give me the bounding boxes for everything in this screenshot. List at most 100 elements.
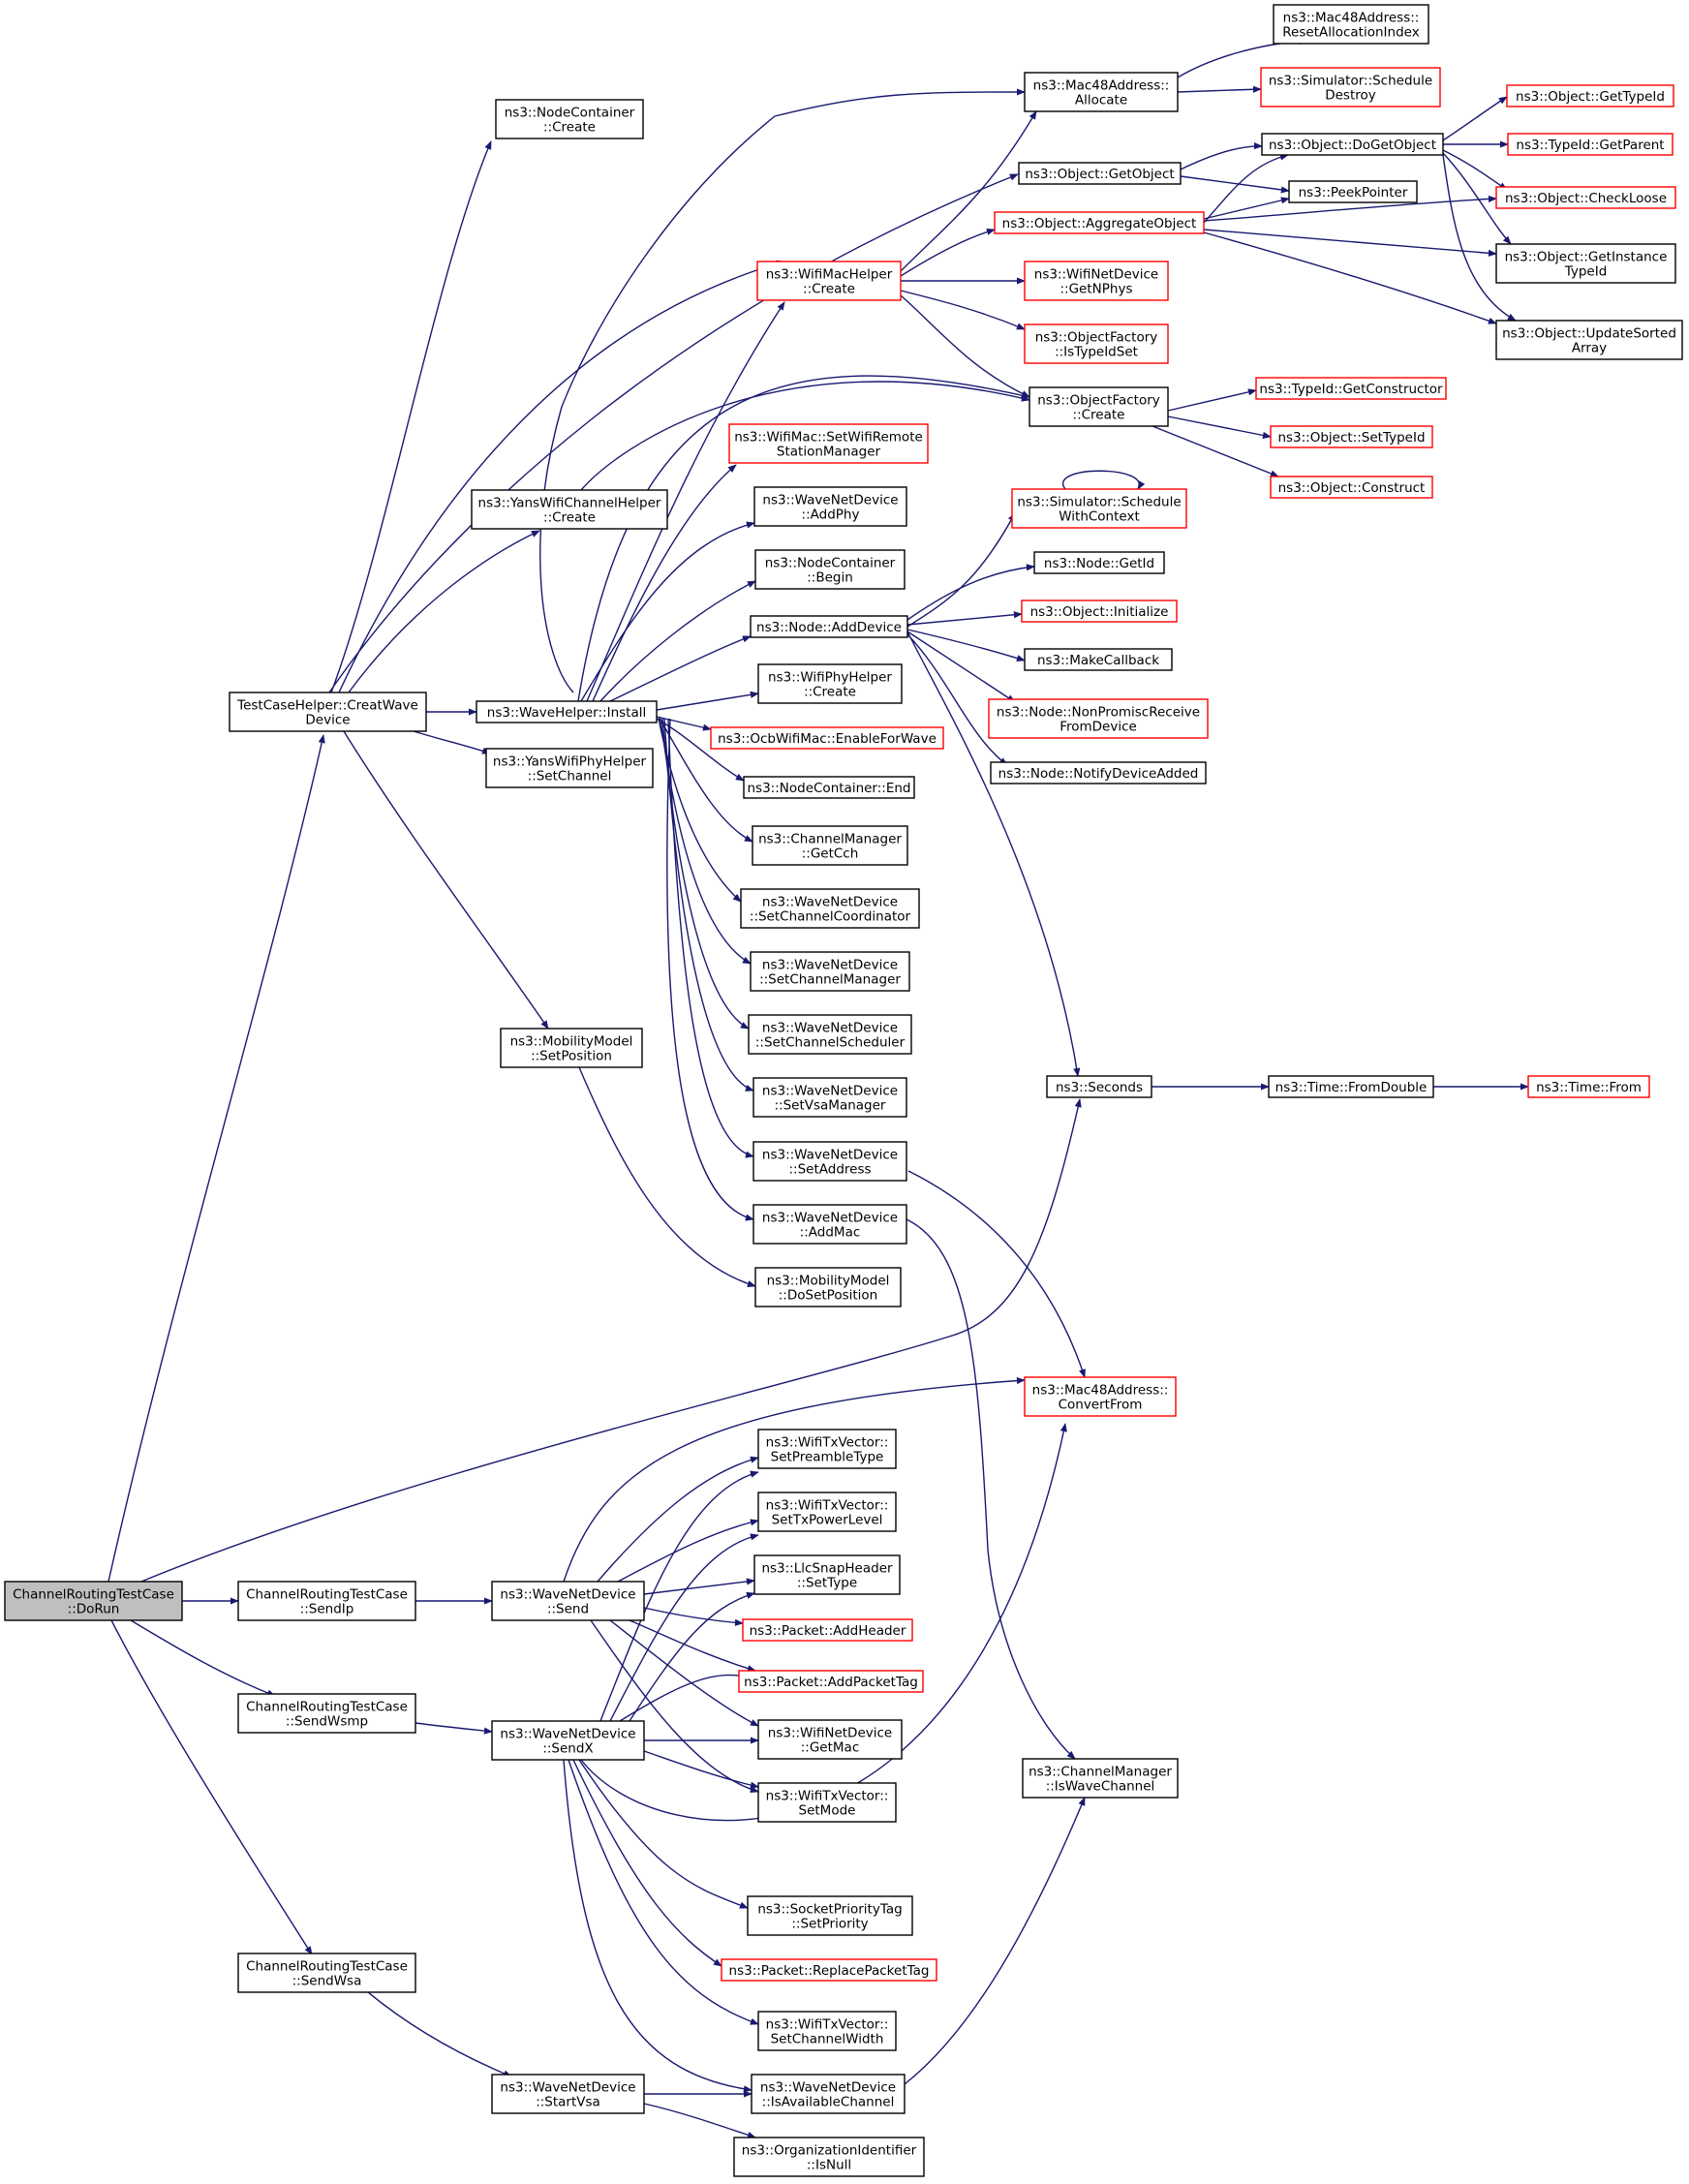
node-box (1024, 1376, 1177, 1417)
node-n-time-fromdouble[interactable]: ns3::Time::FromDouble (1268, 1075, 1434, 1098)
node-n-setchsched[interactable]: ns3::WaveNetDevice::SetChannelScheduler (748, 1014, 912, 1055)
node-n-mob-setpos[interactable]: ns3::MobilityModel::SetPosition (500, 1028, 643, 1068)
node-n-settxpower[interactable]: ns3::WifiTxVector::SetTxPowerLevel (757, 1492, 897, 1532)
node-n-wifind-getnphys[interactable]: ns3::WifiNetDevice::GetNPhys (1024, 261, 1169, 301)
node-n-obj-construct[interactable]: ns3::Object::Construct (1270, 476, 1433, 499)
node-box (721, 1958, 937, 1982)
node-n-time-from[interactable]: ns3::Time::From (1527, 1075, 1650, 1098)
node-n-dorun[interactable]: ChannelRoutingTestCase::DoRun (4, 1581, 183, 1621)
node-n-mac48-allocate[interactable]: ns3::Mac48Address::Allocate (1024, 72, 1179, 112)
edges-layer (107, 37, 1529, 2138)
node-n-wifimac-create[interactable]: ns3::WifiMacHelper::Create (756, 261, 902, 301)
node-box (988, 698, 1209, 739)
node-label: ns3::WaveNetDevice (762, 895, 898, 910)
node-label: ChannelRoutingTestCase (246, 1959, 408, 1975)
node-n-seconds[interactable]: ns3::Seconds (1046, 1075, 1152, 1098)
node-n-makecallback[interactable]: ns3::MakeCallback (1024, 648, 1173, 671)
node-n-setvsamgr[interactable]: ns3::WaveNetDevice::SetVsaManager (752, 1077, 907, 1118)
node-n-txv-setmode[interactable]: ns3::WifiTxVector::SetMode (757, 1782, 897, 1823)
node-n-addphy[interactable]: ns3::WaveNetDevice::AddPhy (753, 486, 907, 527)
node-n-obj-checkloose[interactable]: ns3::Object::CheckLoose (1495, 186, 1676, 209)
node-n-cm-getcch[interactable]: ns3::ChannelManager::GetCch (752, 825, 908, 866)
node-n-sendip[interactable]: ChannelRoutingTestCase::SendIp (237, 1581, 416, 1621)
node-box (710, 726, 944, 750)
node-n-wnd-sendx[interactable]: ns3::WaveNetDevice::SendX (491, 1720, 645, 1761)
node-n-setaddress[interactable]: ns3::WaveNetDevice::SetAddress (752, 1141, 907, 1182)
node-box (757, 1492, 897, 1532)
call-edge-to-n_obj_updatesorted (1442, 154, 1517, 322)
node-n-typeid-getcons[interactable]: ns3::TypeId::GetConstructor (1255, 377, 1447, 400)
node-n-mob-dosetpos[interactable]: ns3::MobilityModel::DoSetPosition (754, 1267, 902, 1307)
node-n-of-create[interactable]: ns3::ObjectFactory::Create (1029, 386, 1169, 427)
node-n-sockprio[interactable]: ns3::SocketPriorityTag::SetPriority (747, 1895, 913, 1936)
node-label: ::GetMac (801, 1740, 860, 1756)
node-label: ::Send (547, 1602, 589, 1617)
node-n-obj-aggregate[interactable]: ns3::Object::AggregateObject (994, 211, 1205, 234)
node-label: ns3::WifiTxVector:: (766, 1435, 889, 1451)
node-label: ns3::Node::AddDevice (756, 620, 902, 635)
node-n-setchcoord[interactable]: ns3::WaveNetDevice::SetChannelCoordinato… (740, 888, 920, 929)
node-n-nodecontainer-create[interactable]: ns3::NodeContainer::Create (495, 99, 644, 139)
node-n-pkt-replacetag[interactable]: ns3::Packet::ReplacePacketTag (721, 1958, 937, 1982)
node-n-wifind-getmac[interactable]: ns3::WifiNetDevice::GetMac (757, 1719, 903, 1760)
node-n-node-getid[interactable]: ns3::Node::GetId (1033, 551, 1165, 574)
node-label: ns3::Seconds (1056, 1080, 1143, 1095)
node-n-cm-iswave[interactable]: ns3::ChannelManager::IsWaveChannel (1022, 1758, 1179, 1799)
node-n-yansphy-setchannel[interactable]: ns3::YansWifiPhyHelper::SetChannel (485, 748, 654, 788)
call-edge-to-n_pkt_addtag (629, 1619, 756, 1673)
node-n-txv-setwidth[interactable]: ns3::WifiTxVector::SetChannelWidth (757, 2011, 897, 2051)
call-edge-to-n_cm_iswave (906, 1218, 1076, 1760)
node-n-nc-begin[interactable]: ns3::NodeContainer::Begin (754, 549, 906, 590)
node-n-mac48-convert[interactable]: ns3::Mac48Address::ConvertFrom (1024, 1376, 1177, 1417)
node-n-wnd-send[interactable]: ns3::WaveNetDevice::Send (491, 1581, 645, 1621)
node-n-of-istypeidset[interactable]: ns3::ObjectFactory::IsTypeIdSet (1024, 323, 1169, 364)
node-n-node-adddevice[interactable]: ns3::Node::AddDevice (750, 615, 908, 638)
node-n-isavail[interactable]: ns3::WaveNetDevice::IsAvailableChannel (751, 2074, 906, 2114)
call-edge-to-n_obj_settypeid (1167, 415, 1272, 439)
node-box (1507, 133, 1674, 156)
node-n-obj-getobject[interactable]: ns3::Object::GetObject (1018, 162, 1182, 185)
node-n-ocb-enable[interactable]: ns3::OcbWifiMac::EnableForWave (710, 726, 944, 750)
node-box (491, 1581, 645, 1621)
node-box (750, 615, 908, 638)
node-box (237, 1953, 416, 1993)
node-n-setchmgr[interactable]: ns3::WaveNetDevice::SetChannelManager (750, 951, 910, 992)
node-n-nc-end[interactable]: ns3::NodeContainer::End (743, 776, 915, 799)
node-n-pkt-addheader[interactable]: ns3::Packet::AddHeader (742, 1618, 913, 1642)
node-label: ns3::Time::From (1536, 1080, 1642, 1095)
node-n-obj-gettypeid[interactable]: ns3::Object::GetTypeId (1506, 84, 1674, 108)
node-label: ns3::WaveHelper::Install (487, 705, 646, 721)
node-label: ns3::OcbWifiMac::EnableForWave (718, 731, 937, 747)
node-n-obj-settypeid[interactable]: ns3::Object::SetTypeId (1270, 425, 1433, 448)
node-n-wnd-startvsa[interactable]: ns3::WaveNetDevice::StartVsa (491, 2074, 645, 2114)
node-n-addmac[interactable]: ns3::WaveNetDevice::AddMac (752, 1204, 907, 1245)
node-n-obj-dogetobject[interactable]: ns3::Object::DoGetObject (1261, 133, 1444, 156)
node-n-sendwsmp[interactable]: ChannelRoutingTestCase::SendWsmp (237, 1693, 416, 1734)
node-box (752, 1141, 907, 1182)
node-n-notifyadded[interactable]: ns3::Node::NotifyDeviceAdded (990, 761, 1207, 784)
node-n-settype-preamble[interactable]: ns3::WifiTxVector::SetPreambleType (757, 1429, 897, 1469)
node-label: ns3::Object::CheckLoose (1505, 191, 1667, 206)
node-n-setwifiremote[interactable]: ns3::WifiMac::SetWifiRemoteStationManage… (728, 423, 929, 464)
node-n-orgid-isnull[interactable]: ns3::OrganizationIdentifier::IsNull (733, 2137, 925, 2177)
node-n-typeid-getparent[interactable]: ns3::TypeId::GetParent (1507, 133, 1674, 156)
node-n-pkt-addtag[interactable]: ns3::Packet::AddPacketTag (738, 1670, 924, 1693)
node-box (476, 700, 658, 723)
node-n-peekpointer[interactable]: ns3::PeekPointer (1288, 180, 1418, 203)
node-n-sendwsa[interactable]: ChannelRoutingTestCase::SendWsa (237, 1953, 416, 1993)
node-n-mac48-reset[interactable]: ns3::Mac48Address::ResetAllocationIndex (1273, 4, 1429, 45)
node-n-llc-settype[interactable]: ns3::LlcSnapHeader::SetType (753, 1554, 901, 1595)
node-label: ns3::TypeId::GetConstructor (1259, 382, 1443, 397)
node-label: SetChannelWidth (771, 2032, 884, 2047)
node-n-install[interactable]: ns3::WaveHelper::Install (476, 700, 658, 723)
node-n-yanschan-create[interactable]: ns3::YansWifiChannelHelper::Create (471, 489, 668, 530)
node-n-obj-initialize[interactable]: ns3::Object::Initialize (1021, 600, 1178, 623)
node-n-wifiphy-create[interactable]: ns3::WifiPhyHelper::Create (757, 663, 903, 704)
